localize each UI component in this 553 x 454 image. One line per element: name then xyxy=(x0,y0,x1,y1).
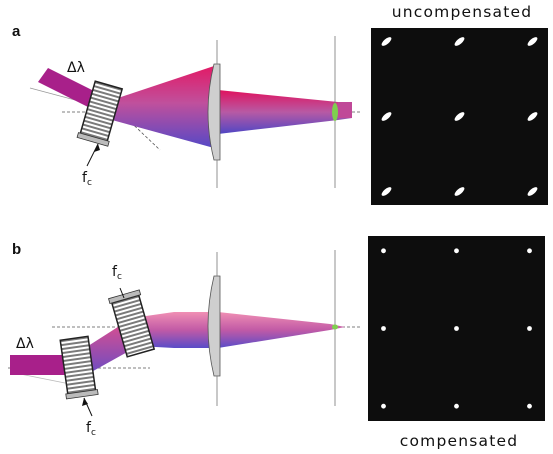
spot-r1-c0 xyxy=(381,326,386,331)
spot-grid-uncompensated xyxy=(381,37,538,196)
spot-r0-c1 xyxy=(454,248,459,254)
spot-r2-c1 xyxy=(454,403,459,409)
grating-pointer-b-top xyxy=(119,287,125,299)
grating-label-b-top-f: f xyxy=(112,264,118,280)
grating-label-b-top: fc xyxy=(112,264,122,282)
grating-label-b-bottom-sub: c xyxy=(91,428,96,438)
spot-r2-c1 xyxy=(454,187,465,196)
caption-uncompensated: uncompensated xyxy=(392,3,533,21)
lens-b xyxy=(207,275,221,377)
panel-b-letter: b xyxy=(12,241,21,258)
spot-r2-c2 xyxy=(527,187,538,196)
grating-label-b-bottom-f: f xyxy=(86,420,92,436)
diffraction-guide-a2 xyxy=(119,111,161,151)
grating-b-bottom xyxy=(59,335,99,400)
spot-r2-c2 xyxy=(527,403,532,409)
spot-r0-c1 xyxy=(454,37,465,46)
panel-b: b Δλ fc xyxy=(8,236,545,450)
beam-exit-a xyxy=(338,102,352,118)
grating-label-a: fc xyxy=(82,170,92,188)
panel-a: a Δλ fc uncompensated xyxy=(12,3,548,205)
focused-beam-b xyxy=(218,312,345,348)
grating-label-b-bottom: fc xyxy=(86,420,96,438)
spot-r0-c2 xyxy=(527,248,532,254)
dispersed-beam-a xyxy=(112,66,214,148)
spot-grid-compensated xyxy=(381,248,532,409)
spot-r1-c1 xyxy=(454,326,459,331)
panel-a-letter: a xyxy=(12,23,21,40)
spot-r0-c0 xyxy=(381,37,392,46)
spot-r1-c0 xyxy=(381,112,392,121)
grating-label-b-top-sub: c xyxy=(117,272,122,282)
spot-r2-c0 xyxy=(381,403,386,409)
grating-label-a-sub: c xyxy=(87,178,92,188)
arrow-head-b xyxy=(82,398,88,406)
focus-spot-a xyxy=(332,103,338,121)
spot-r0-c0 xyxy=(381,248,386,254)
arrow-head-a xyxy=(94,144,100,152)
grating-label-a-f: f xyxy=(82,170,88,186)
focus-spot-b xyxy=(332,324,338,330)
spot-r0-c2 xyxy=(527,37,538,46)
focused-beam-a xyxy=(218,90,352,134)
grating-a xyxy=(76,80,124,147)
grating-b-top xyxy=(108,289,156,358)
spot-r1-c2 xyxy=(527,326,532,331)
bandwidth-label-a: Δλ xyxy=(67,60,85,76)
spot-r2-c0 xyxy=(381,187,392,196)
spot-r1-c1 xyxy=(454,112,465,121)
bandwidth-label-b: Δλ xyxy=(16,336,34,352)
caption-compensated: compensated xyxy=(400,432,519,450)
spot-r1-c2 xyxy=(527,112,538,121)
input-beam-b xyxy=(10,355,74,375)
